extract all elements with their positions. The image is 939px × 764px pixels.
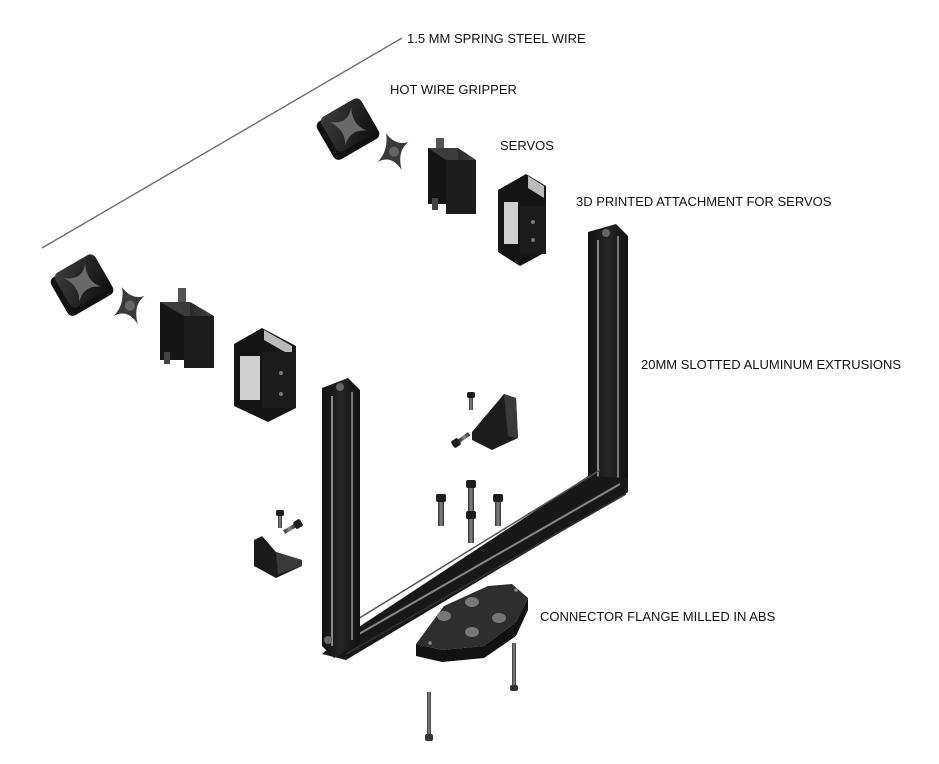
socket-cap-screws (276, 392, 518, 741)
corner-bracket-left (254, 536, 302, 578)
servo-horn-upper (377, 133, 409, 171)
screw (283, 519, 303, 534)
hot-wire-gripper-upper (316, 98, 380, 160)
screw (436, 494, 446, 526)
servo-horn-lower (113, 287, 145, 325)
screw (425, 692, 433, 741)
aluminum-extrusion-frame (322, 224, 628, 660)
connector-flange (416, 584, 528, 662)
screw (276, 510, 284, 528)
hot-wire-gripper-lower (50, 254, 114, 316)
screw (466, 480, 476, 512)
label-aluminum-extrusions: 20MM SLOTTED ALUMINUM EXTRUSIONS (641, 357, 902, 372)
corner-bracket-right (472, 394, 518, 450)
label-connector-flange: CONNECTOR FLANGE MILLED IN ABS (540, 609, 776, 624)
label-servo-attachment: 3D PRINTED ATTACHMENT FOR SERVOS (576, 194, 832, 209)
servo-upper (428, 138, 476, 214)
servo-lower (160, 288, 214, 368)
screw (451, 432, 471, 448)
servo-attachment-bracket-upper (498, 174, 546, 266)
label-servos: SERVOS (500, 138, 554, 153)
label-hot-wire-gripper: HOT WIRE GRIPPER (390, 82, 517, 97)
screw (467, 392, 475, 410)
screw (493, 494, 503, 526)
screw (466, 511, 476, 543)
servo-attachment-bracket-lower (234, 328, 296, 422)
label-spring-steel-wire: 1.5 MM SPRING STEEL WIRE (407, 31, 586, 46)
screw (510, 643, 518, 691)
spring-steel-wire (41, 37, 403, 249)
